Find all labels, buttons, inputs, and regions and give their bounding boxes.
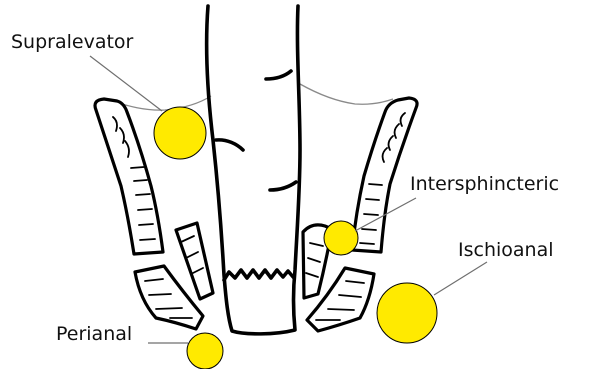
intersphincteric-label: Intersphincteric	[410, 173, 559, 195]
intersphincteric-abscess	[324, 221, 358, 255]
levator-ani-right	[300, 84, 393, 104]
ischioanal-leader-line	[434, 262, 487, 295]
perianal-abscess	[187, 333, 223, 369]
supralevator-label: Supralevator	[11, 31, 134, 53]
right-levator-muscle	[352, 98, 417, 252]
perianal-label: Perianal	[56, 323, 132, 345]
left-levator-muscle	[95, 99, 163, 254]
ischioanal-label: Ischioanal	[458, 239, 554, 261]
supralevator-abscess	[154, 107, 206, 159]
ischioanal-abscess	[377, 283, 437, 343]
rectum-anal-canal	[207, 6, 300, 334]
